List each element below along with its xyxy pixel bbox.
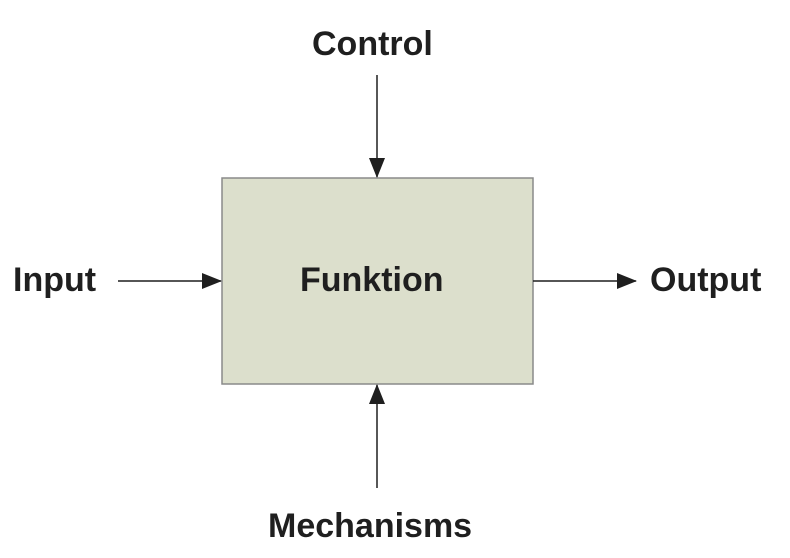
function-label: Funktion [300,261,444,299]
function-box [221,177,534,385]
output-label: Output [650,261,762,299]
input-label: Input [13,261,97,299]
mechanisms-label: Mechanisms [268,507,473,545]
control-label: Control [312,25,433,63]
